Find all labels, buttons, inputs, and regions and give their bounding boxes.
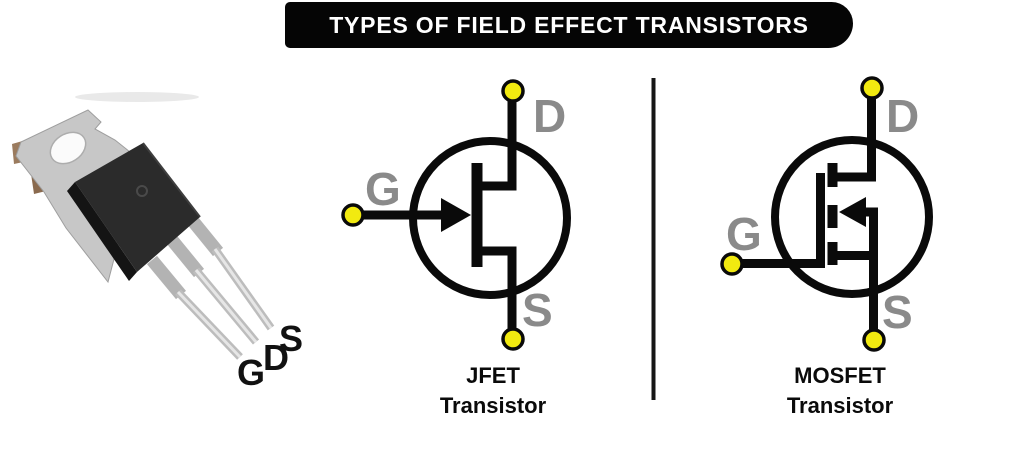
mosfet-body-arrow — [839, 197, 866, 227]
jfet-caption-line2: Transistor — [439, 393, 547, 418]
jfet-source-lead — [477, 246, 517, 337]
jfet-label-drain: D — [533, 90, 566, 142]
mosfet-drain-lead — [837, 90, 876, 182]
mosfet-terminal-dot-source — [862, 328, 886, 352]
photo-pin-label-source: S — [279, 318, 303, 359]
mosfet-label-drain: D — [886, 90, 919, 142]
mosfet-caption: MOSFET Transistor — [720, 361, 960, 421]
jfet-symbol — [341, 79, 571, 351]
mosfet-terminal-labels: D G S — [726, 90, 919, 338]
mosfet-label-source: S — [882, 286, 913, 338]
jfet-drain-lead — [477, 93, 517, 191]
photo-pin-label-drain: D — [263, 337, 289, 378]
jfet-caption-line1: JFET — [466, 363, 520, 388]
title-text: TYPES OF FIELD EFFECT TRANSISTORS — [329, 11, 809, 38]
mounting-hole — [49, 131, 87, 165]
mosfet-caption-line1: MOSFET — [794, 363, 886, 388]
jfet-terminal-dot-gate — [341, 203, 365, 227]
leg-gate — [146, 255, 243, 360]
package-body — [75, 143, 200, 272]
jfet-gate-arrow — [441, 198, 471, 232]
title-banner: TYPES OF FIELD EFFECT TRANSISTORS — [285, 2, 853, 48]
mosfet-label-gate: G — [726, 208, 762, 260]
jfet-label-gate: G — [365, 163, 401, 215]
package-edge-highlight — [142, 142, 201, 218]
jfet-terminal-dot-source — [501, 327, 525, 351]
mosfet-circle — [771, 136, 933, 298]
mosfet-terminal-dot-drain — [860, 76, 884, 100]
jfet-terminal-labels: D G S — [365, 90, 566, 336]
mosfet-symbol — [720, 76, 933, 352]
mosfet-body-lead — [862, 207, 878, 338]
jfet-label-source: S — [522, 284, 553, 336]
photo-pin-label-gate: G — [237, 352, 265, 393]
leg-drain — [166, 235, 260, 345]
package-dimple — [136, 185, 148, 197]
leg-source — [186, 215, 275, 331]
jfet-terminal-dot-drain — [501, 79, 525, 103]
photo-shadow — [75, 92, 199, 102]
mosfet-terminal-dot-gate — [720, 252, 744, 276]
mosfet-gate-lead — [736, 173, 825, 268]
package-body-bevel — [67, 182, 137, 281]
transistor-photo: G D S — [12, 92, 303, 393]
mosfet-caption-line2: Transistor — [786, 393, 894, 418]
jfet-caption: JFET Transistor — [373, 361, 613, 421]
